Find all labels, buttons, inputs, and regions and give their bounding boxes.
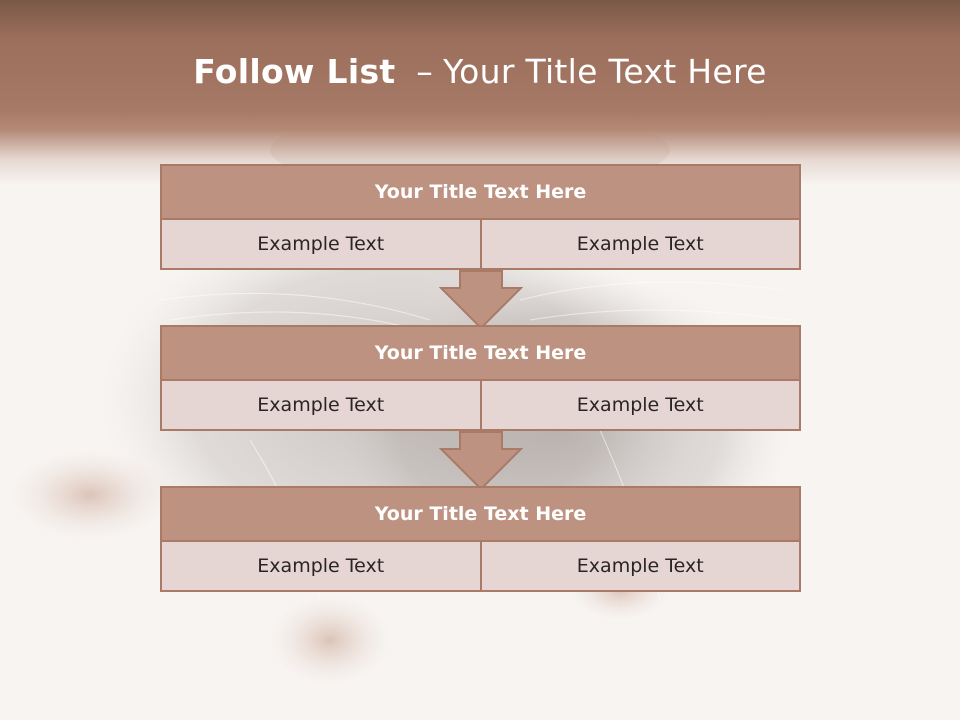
list-block-1: Your Title Text Here Example Text Exampl… xyxy=(160,164,801,270)
block-title: Your Title Text Here xyxy=(160,164,801,220)
down-arrow-icon xyxy=(439,270,523,330)
slide-title: Follow List –Your Title Text Here xyxy=(0,52,960,91)
slide-title-rest: Your Title Text Here xyxy=(443,52,767,91)
slide-title-bold: Follow List xyxy=(193,52,396,91)
list-block-3: Your Title Text Here Example Text Exampl… xyxy=(160,486,801,592)
block-cell-right: Example Text xyxy=(479,381,801,431)
slide-title-dash: – xyxy=(416,52,434,91)
block-cell-right: Example Text xyxy=(479,542,801,592)
block-cell-left: Example Text xyxy=(160,381,482,431)
block-cell-right: Example Text xyxy=(479,220,801,270)
block-title: Your Title Text Here xyxy=(160,325,801,381)
list-block-2: Your Title Text Here Example Text Exampl… xyxy=(160,325,801,431)
header-band xyxy=(0,0,960,185)
block-title: Your Title Text Here xyxy=(160,486,801,542)
block-cell-left: Example Text xyxy=(160,220,482,270)
block-row: Example Text Example Text xyxy=(160,220,801,270)
block-row: Example Text Example Text xyxy=(160,542,801,592)
down-arrow-icon xyxy=(439,431,523,491)
block-row: Example Text Example Text xyxy=(160,381,801,431)
block-cell-left: Example Text xyxy=(160,542,482,592)
